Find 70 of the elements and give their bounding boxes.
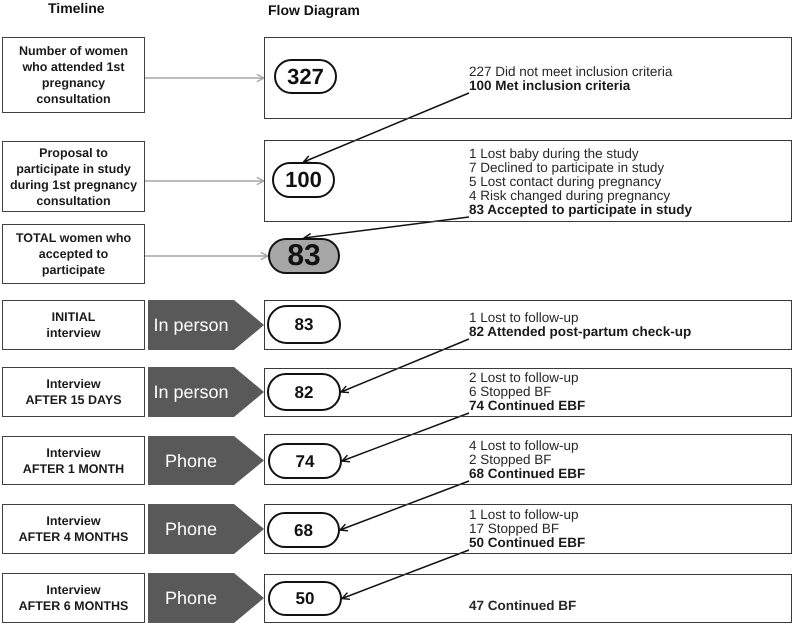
timeline-box [2, 504, 145, 554]
count-pill: 100 [272, 162, 335, 198]
arrow [339, 480, 470, 532]
count-pill: 68 [267, 512, 340, 548]
outcome-text: 4 Risk changed during pregnancy [469, 189, 672, 203]
timeline-box [2, 224, 145, 284]
flow-panel [264, 140, 792, 222]
count-pill: 83 [268, 238, 340, 274]
outcome-text: 1 Lost to follow-up [469, 311, 580, 325]
outcome-text: 227 Did not meet inclusion criteria [469, 65, 672, 79]
edge-label: In person [153, 382, 229, 402]
outcome-text: 2 Stopped BF [469, 453, 552, 467]
outcome-text: 100 Met inclusion criteria [469, 79, 630, 93]
outcome-text: 1 Lost to follow-up [469, 508, 580, 522]
edge-label: Phone [164, 519, 218, 539]
arrow [302, 92, 470, 164]
outcome-text: 82 Attended post-partum check-up [469, 325, 692, 339]
timeline-box [2, 37, 145, 113]
arrow [145, 252, 269, 260]
edge-label: Phone [164, 588, 218, 608]
count-pill: 327 [274, 59, 337, 94]
outcome-text: 74 Continued EBF [469, 399, 586, 413]
count-pill: 83 [267, 305, 341, 344]
outcome-text: 47 Continued BF [469, 599, 576, 613]
chevron-arrow [148, 436, 264, 485]
outcome-text: 2 Lost to follow-up [469, 371, 580, 385]
timeline-label: Interview AFTER 6 MONTHS [18, 582, 128, 614]
timeline-box [2, 573, 145, 623]
flow-panel [264, 504, 792, 554]
outcome-text: 17 Stopped BF [469, 522, 560, 536]
outcome-text: 50 Continued EBF [469, 536, 586, 550]
chevron-arrow [148, 504, 264, 554]
column-heading: Flow Diagram [268, 2, 360, 18]
timeline-label: Proposal to participate in study during 1st pregnancy consultation [8, 144, 138, 208]
arrow [145, 176, 265, 186]
flow-panel [264, 368, 792, 417]
count-pill: 74 [268, 443, 342, 479]
flow-panel [264, 37, 792, 119]
timeline-label: Number of women who attended 1st pregnancy consultation [18, 43, 130, 107]
timeline-box [2, 300, 145, 350]
outcome-text: 1 Lost baby during the study [469, 147, 640, 161]
chevron-arrow [148, 300, 264, 350]
arrow [341, 412, 470, 463]
outcome-text: 83 Accepted to participate in study [469, 203, 692, 217]
arrow [340, 338, 470, 394]
timeline-label: Interview AFTER 4 MONTHS [18, 513, 128, 545]
arrow [145, 74, 265, 82]
chevron-arrow [148, 573, 264, 623]
edge-label: In person [153, 315, 229, 335]
flow-panel [264, 574, 792, 623]
edge-label: Phone [164, 450, 218, 470]
outcome-text: 68 Continued EBF [469, 467, 586, 481]
arrow [341, 549, 470, 600]
outcome-text: 4 Lost to follow-up [469, 439, 580, 453]
outcome-text: 6 Stopped BF [469, 385, 552, 399]
column-heading: Timeline [48, 0, 105, 16]
count-pill: 50 [268, 581, 342, 616]
timeline-label: Interview AFTER 15 DAYS [25, 376, 122, 408]
timeline-label: TOTAL women who accepted to participate [14, 230, 132, 278]
timeline-box [2, 141, 145, 212]
timeline-label: Interview AFTER 1 MONTH [22, 444, 124, 476]
flow-panel [264, 300, 792, 350]
outcome-text: 5 Lost contact during pregnancy [469, 175, 662, 189]
count-pill: 82 [267, 373, 341, 411]
flow-panel [264, 434, 792, 485]
timeline-label: INITIAL interview [46, 309, 101, 341]
outcome-text: 7 Declined to participate in study [469, 161, 666, 175]
timeline-box [2, 367, 145, 417]
timeline-box [2, 436, 145, 485]
chevron-arrow [148, 367, 264, 417]
